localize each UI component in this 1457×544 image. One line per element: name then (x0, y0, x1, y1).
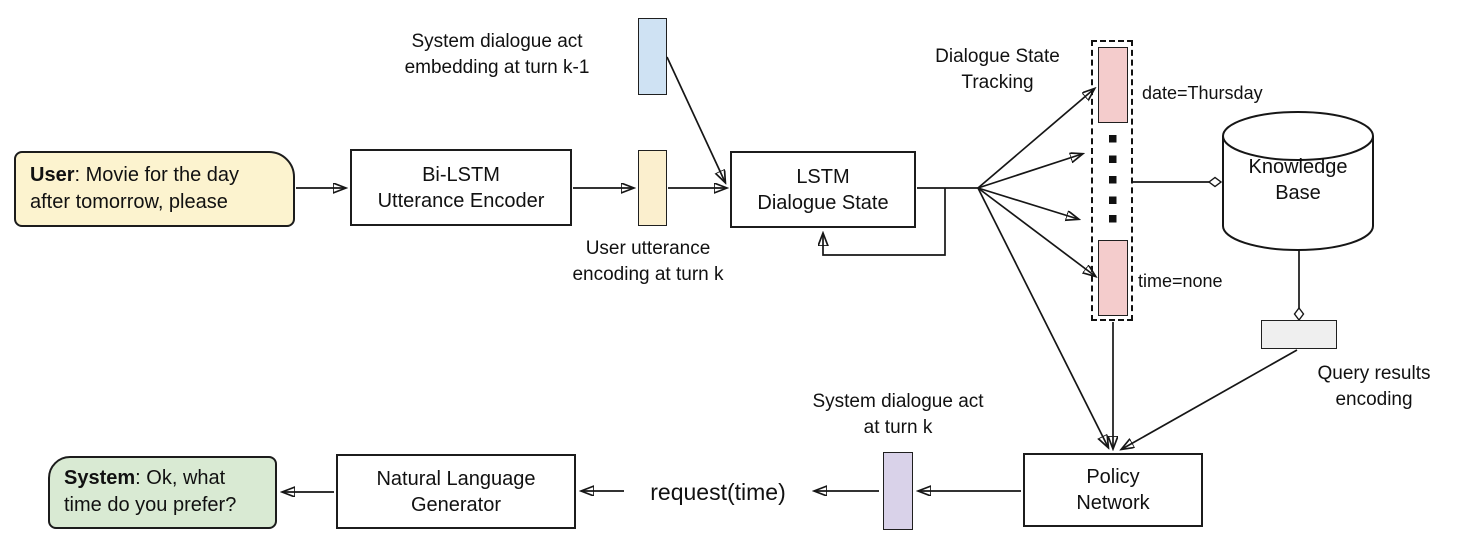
arrow-fanout-to-slot-time (977, 187, 1095, 276)
slot-date-label: date=Thursday (1142, 83, 1263, 103)
arrow-query-results-to-policy (1122, 349, 1298, 449)
system-act-bar (883, 452, 913, 530)
arrow-fanout-to-slots-upper (977, 154, 1082, 189)
link-kb-to-query-results (1293, 250, 1305, 322)
slot-bar-time (1098, 240, 1128, 316)
system-action-label: request(time) (650, 479, 786, 505)
user-utterance-encoding-bar (638, 150, 667, 226)
user-speaker-label: User (30, 164, 75, 186)
system-act-embedding-label: System dialogue act embedding at turn k-… (404, 31, 590, 78)
knowledge-base-label: Knowledge Base (1248, 156, 1348, 204)
policy-network-box: Policy Network (1023, 453, 1203, 527)
arrow-lstm-recurrent-loop (823, 188, 946, 256)
system-act-embedding-bar (638, 18, 667, 95)
knowledge-base-cylinder (1222, 111, 1374, 251)
dialogue-state-tracking-label: Dialogue State Tracking (935, 46, 1060, 93)
user-utterance-text: : Movie for the day after tomorrow, plea… (30, 164, 240, 213)
slot-bar-date (1098, 47, 1128, 123)
arrow-fanout-to-slot-date (977, 89, 1094, 189)
slot-ellipsis-dots (1109, 135, 1117, 223)
system-act-turn-k-label: System dialogue act at turn k (812, 391, 984, 438)
link-tracking-to-kb (1133, 176, 1223, 188)
system-speaker-label: System (64, 467, 136, 489)
natural-language-generator-box: Natural Language Generator (336, 454, 576, 529)
bilstm-utterance-encoder-box: Bi-LSTM Utterance Encoder (350, 149, 572, 226)
system-response-bubble: System: Ok, what time do you prefer? (48, 456, 277, 529)
lstm-dialogue-state-box: LSTM Dialogue State (730, 151, 916, 228)
system-response-text: : Ok, what time do you prefer? (64, 467, 237, 516)
query-results-encoding-box (1261, 320, 1337, 349)
slot-time-label: time=none (1138, 271, 1223, 291)
arrow-fanout-to-policy (977, 187, 1108, 447)
user-utterance-bubble: User: Movie for the day after tomorrow, … (14, 151, 295, 227)
user-utterance-encoding-label: User utterance encoding at turn k (572, 238, 724, 285)
arrow-embedding-bar-to-lstm (666, 56, 725, 182)
arrow-fanout-to-slots-lower (977, 187, 1078, 219)
dialogue-state-tracking-frame (1091, 40, 1133, 321)
query-results-encoding-label: Query results encoding (1317, 363, 1431, 410)
